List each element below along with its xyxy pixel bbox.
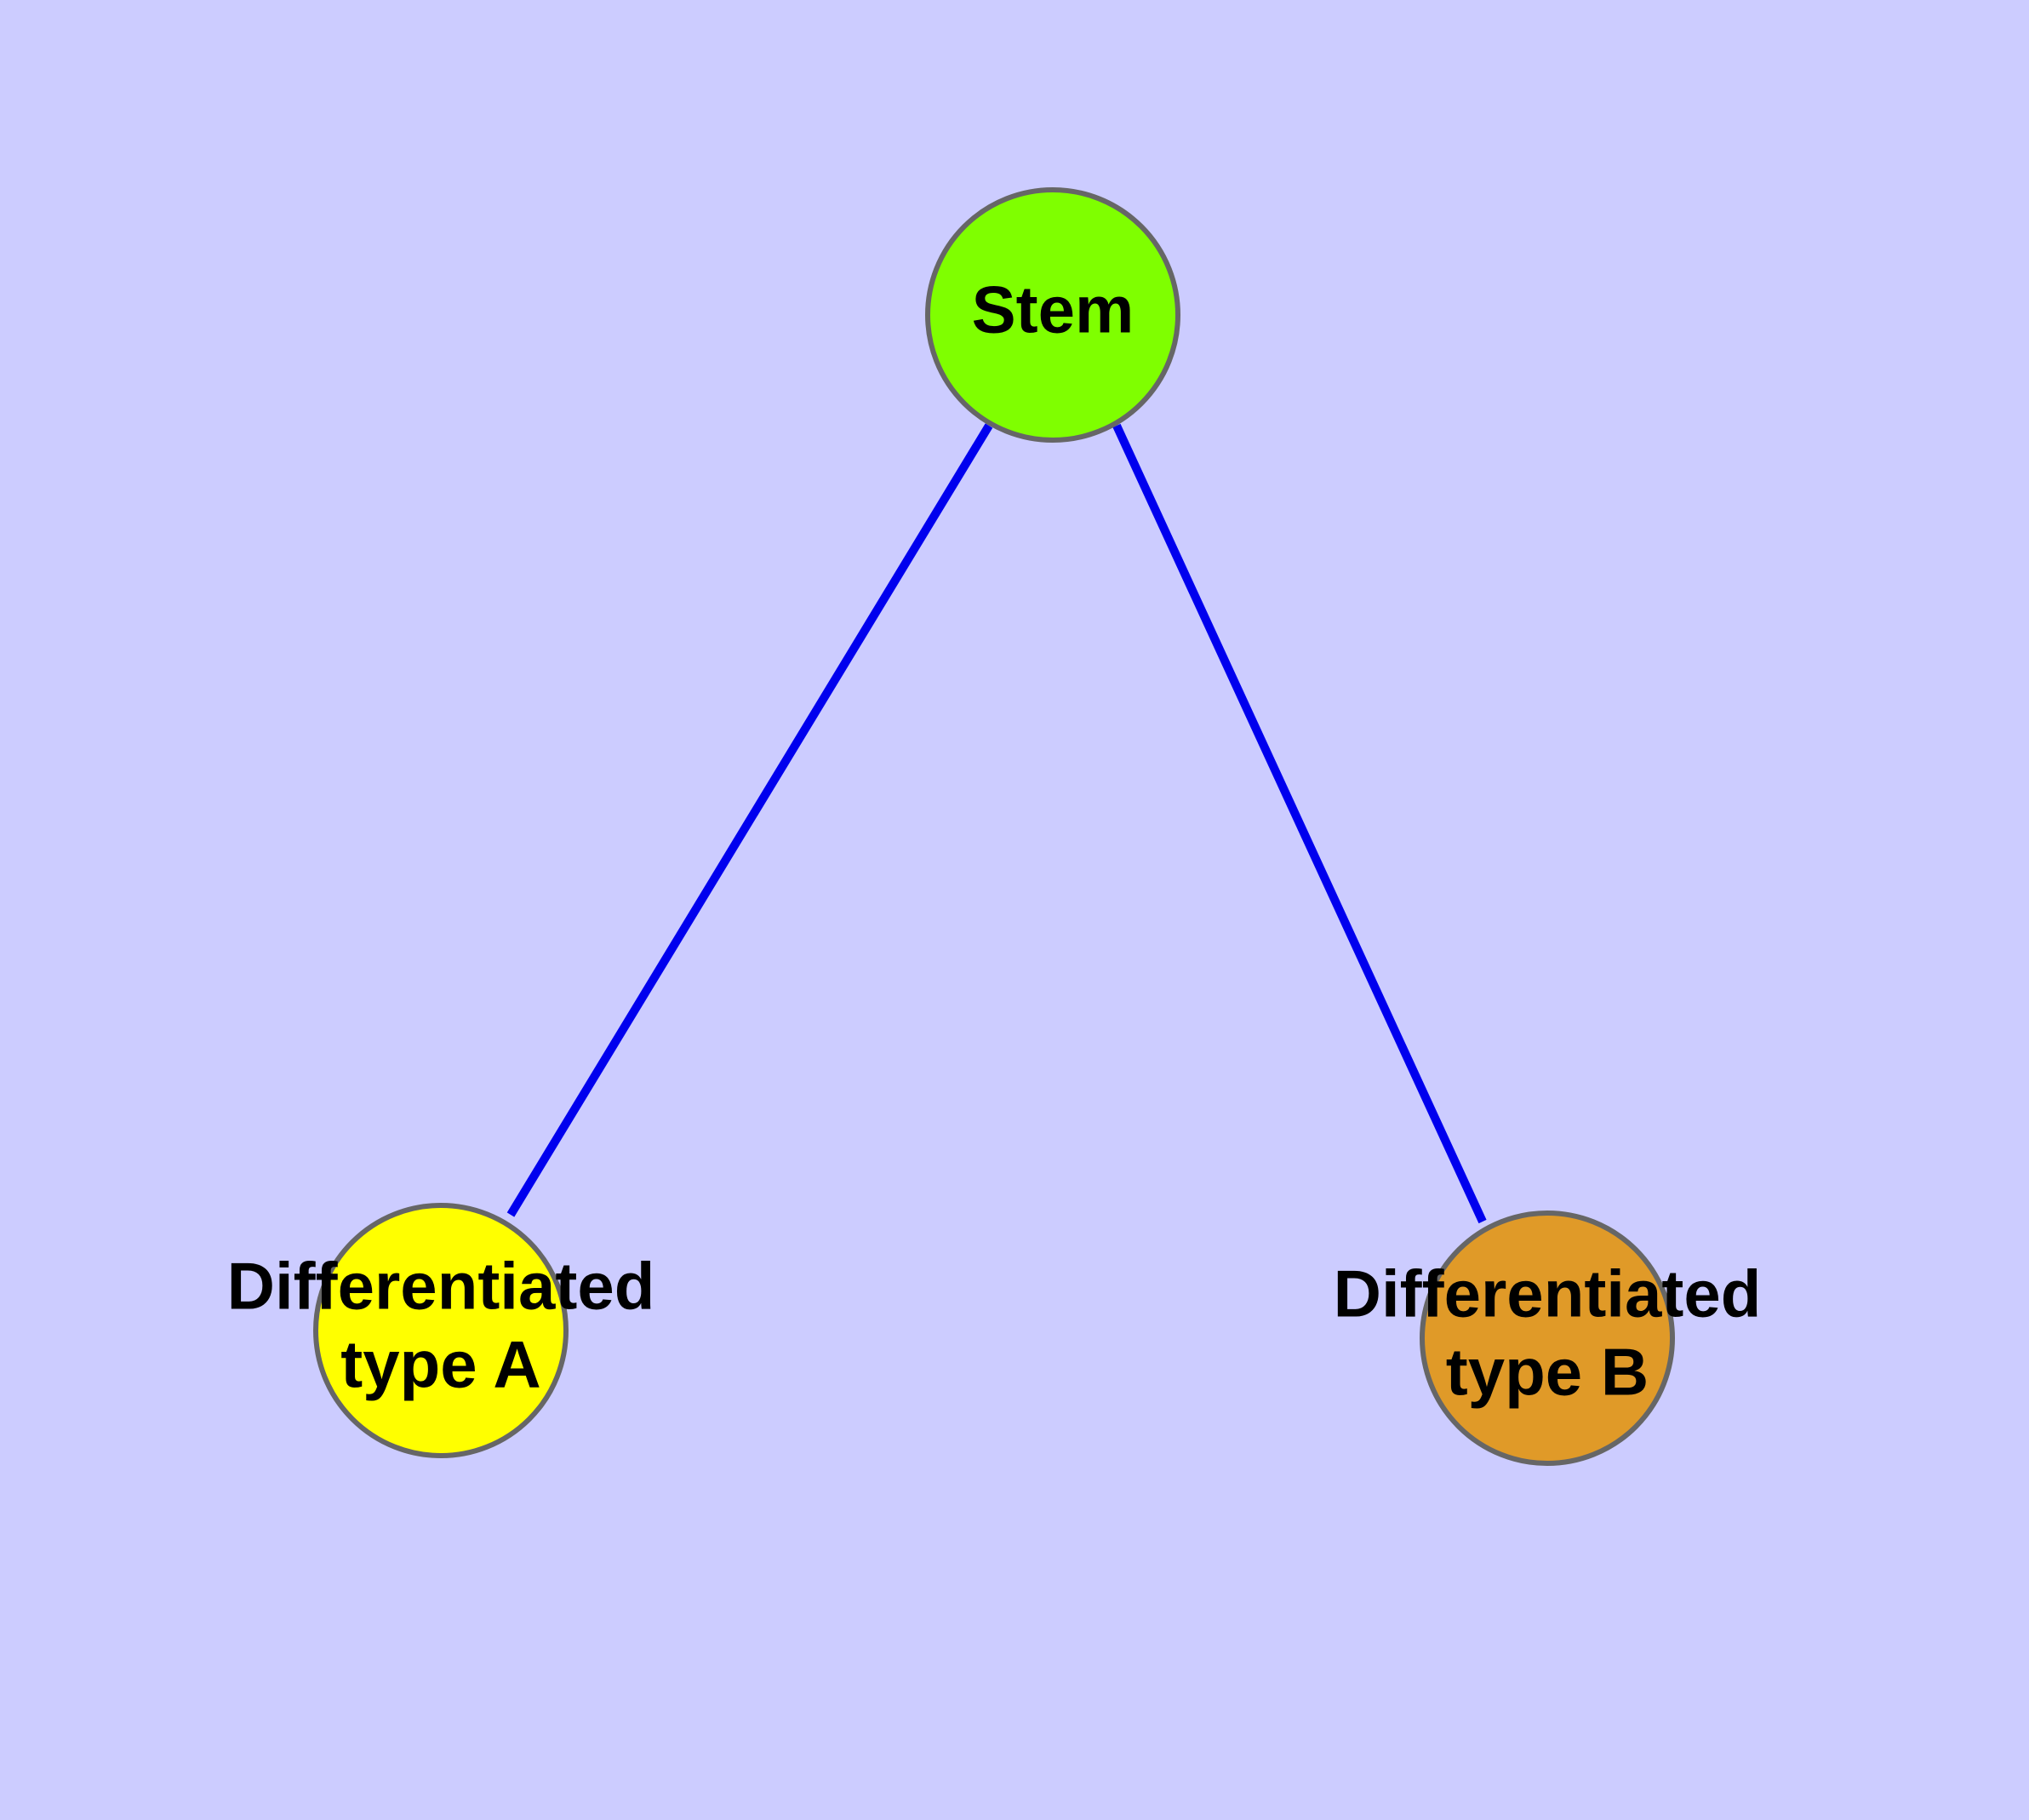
node-label-diff_a-line-1: Differentiated <box>227 1249 655 1324</box>
node-label-diff_a-line-2: type A <box>340 1327 541 1402</box>
edge-stem-to-diff_b[interactable] <box>1112 423 1487 1224</box>
edge-stem-to-diff_a[interactable] <box>506 423 993 1217</box>
edges-layer <box>506 423 1487 1224</box>
node-label-diff_b-line-2: type B <box>1446 1335 1649 1410</box>
node-label-stem-line-1: Stem <box>972 272 1135 347</box>
nodes-layer <box>313 187 1675 1466</box>
node-stem[interactable] <box>925 187 1180 443</box>
node-label-diff_b-line-1: Differentiated <box>1334 1256 1762 1331</box>
node-diff_a[interactable] <box>313 1203 569 1458</box>
node-diff_b[interactable] <box>1420 1210 1675 1466</box>
